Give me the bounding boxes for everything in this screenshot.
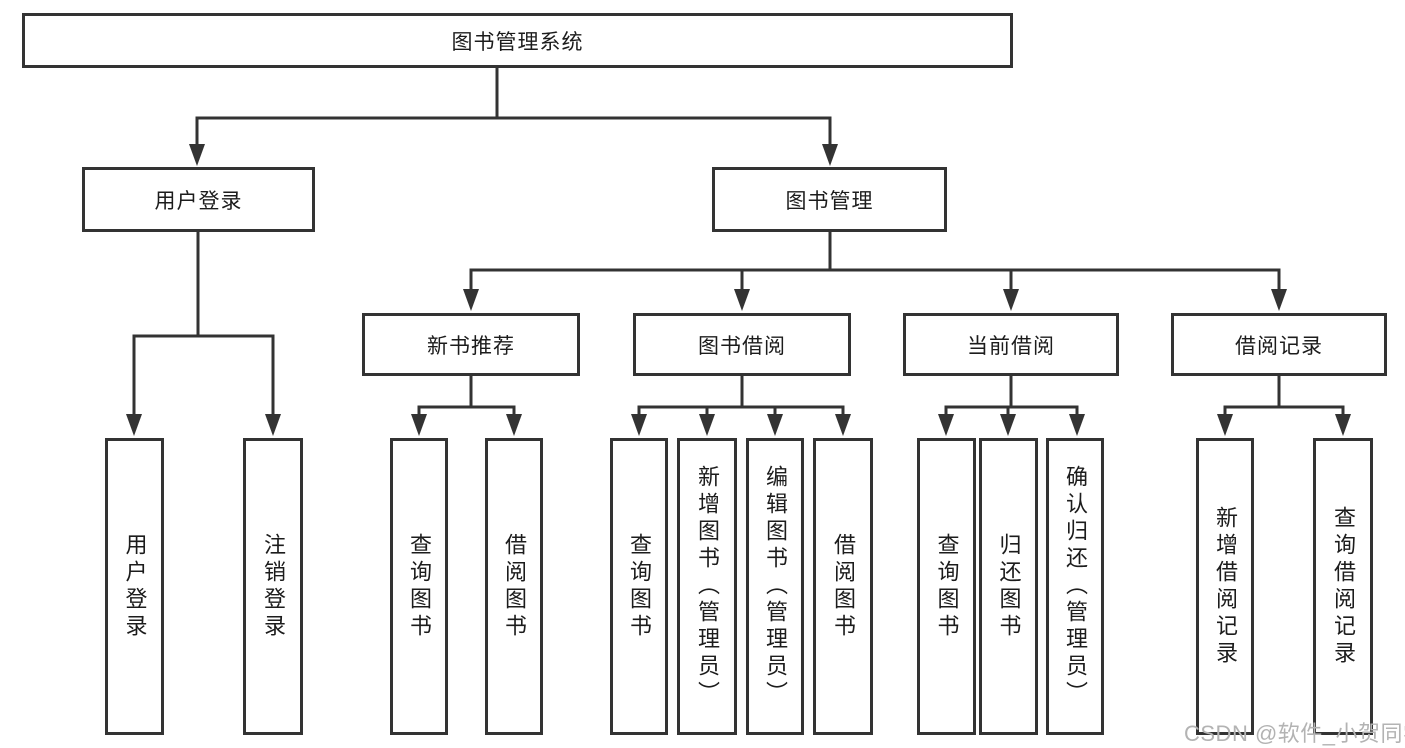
leaf-label: 注销登录 [261,532,286,641]
leaf-add-books-admin: 新增图书（管理员） [677,438,737,735]
leaf-label: 查询图书 [934,532,960,641]
node-library-management-system: 图书管理系统 [22,13,1013,68]
node-book-borrowing: 图书借阅 [633,313,851,376]
node-label: 图书借阅 [698,334,786,358]
leaf-label: 查询图书 [407,532,432,641]
node-label: 图书管理系统 [451,30,584,54]
leaf-query-books-recommend: 查询图书 [390,438,448,735]
leaf-label: 新增借阅记录 [1213,505,1238,668]
node-label: 图书管理 [785,189,874,213]
leaf-label: 查询图书 [627,532,652,641]
leaf-label: 编辑图书（管理员） [763,465,788,708]
node-label: 用户登录 [154,189,243,213]
node-label: 新书推荐 [427,334,515,358]
leaf-label: 查询借阅记录 [1331,505,1356,668]
csdn-watermark: CSDN @软件_小贺同学 [1184,721,1405,746]
node-book-management: 图书管理 [712,167,947,232]
leaf-return-books: 归还图书 [979,438,1038,735]
leaf-label: 用户登录 [122,532,148,641]
leaf-label: 归还图书 [996,532,1022,641]
leaf-label: 新增图书（管理员） [695,465,720,708]
leaf-query-books-current: 查询图书 [917,438,976,735]
node-borrowing-records: 借阅记录 [1171,313,1387,376]
leaf-logout: 注销登录 [243,438,303,735]
node-label: 借阅记录 [1235,334,1323,358]
node-current-borrowing: 当前借阅 [903,313,1119,376]
leaf-add-borrow-record: 新增借阅记录 [1196,438,1254,735]
leaf-query-books-borrow: 查询图书 [610,438,668,735]
leaf-label: 借阅图书 [831,532,856,641]
leaf-edit-books-admin: 编辑图书（管理员） [746,438,804,735]
leaf-borrow-books-recommend: 借阅图书 [485,438,543,735]
leaf-label: 确认归还（管理员） [1063,465,1088,708]
leaf-label: 借阅图书 [502,532,527,641]
leaf-user-login: 用户登录 [105,438,164,735]
node-new-book-recommendation: 新书推荐 [362,313,580,376]
leaf-borrow-books: 借阅图书 [813,438,873,735]
node-label: 当前借阅 [967,334,1055,358]
node-user-login: 用户登录 [82,167,315,232]
leaf-query-borrow-record: 查询借阅记录 [1313,438,1373,735]
leaf-confirm-return-admin: 确认归还（管理员） [1046,438,1104,735]
